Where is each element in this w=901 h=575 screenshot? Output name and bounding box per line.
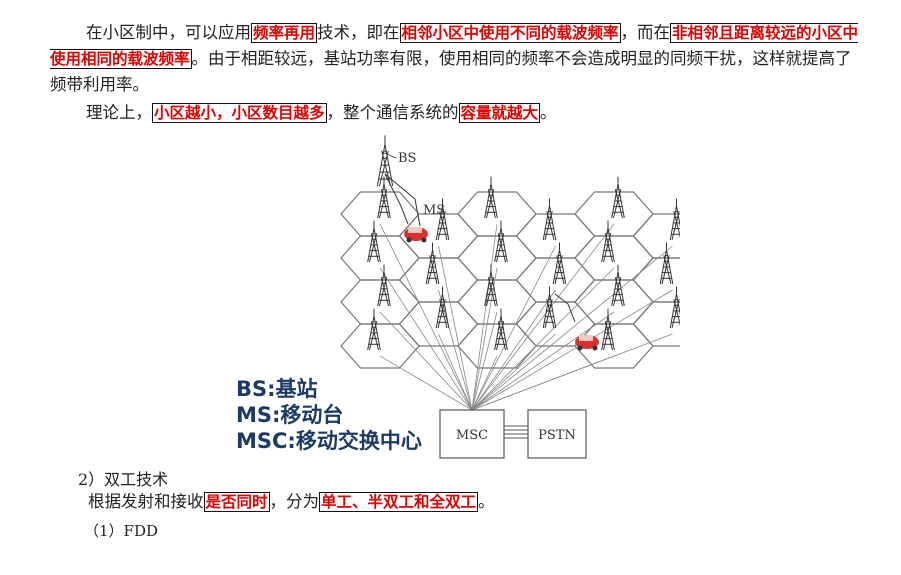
link-to-msc — [471, 333, 556, 411]
tower-icon — [377, 264, 391, 307]
highlight-duplex-modes: 单工、半双工和全双工 — [319, 492, 479, 512]
link-to-msc — [471, 223, 498, 411]
tower-icon — [367, 308, 381, 351]
legend-ms: MS:移动台 — [236, 403, 343, 427]
highlight-capacity: 容量就越大 — [458, 103, 541, 123]
link-to-msc — [438, 289, 473, 411]
tower-icon — [494, 220, 508, 263]
tower-icon — [435, 198, 450, 241]
pstn-label: PSTN — [538, 428, 576, 443]
legend-msc: MSC:移动交换中心 — [236, 429, 422, 453]
link-to-msc — [471, 245, 556, 411]
paragraph-capacity: 理论上，小区越小，小区数目越多，整个通信系统的容量就越大。 — [50, 100, 862, 126]
mobile-station-car-1 — [404, 227, 428, 243]
tower-icon — [376, 135, 394, 187]
tower-icon — [367, 220, 381, 263]
tower-icon — [435, 286, 450, 329]
link-to-msc — [379, 355, 473, 411]
tower-icon — [669, 198, 680, 241]
tower-icon — [542, 198, 557, 241]
msc-label: MSC — [456, 428, 488, 443]
msc-pstn-trunk — [504, 425, 528, 439]
link-to-msc — [471, 311, 498, 411]
highlight-distant-cells: 非相邻且距离较远的小区中使用相同的载波频率 — [50, 23, 859, 69]
link-to-msc — [471, 267, 615, 411]
pstn-box — [527, 409, 587, 459]
ms-label: MS — [423, 203, 445, 218]
subheading-fdd: （1）FDD — [84, 522, 159, 540]
radio-link-2 — [384, 173, 421, 227]
link-to-msc — [438, 245, 473, 411]
text-run: 。由于相距较远，基站功率有限，使用相同的频率不会造成明显的同频干扰，这样就提高了… — [50, 49, 852, 94]
backhaul-lines — [379, 223, 673, 411]
tower-icon — [659, 242, 674, 285]
link-to-msc — [438, 333, 473, 411]
tower-icon — [484, 264, 498, 307]
link-to-msc — [379, 311, 473, 411]
bs-pointer — [381, 151, 397, 159]
link-to-msc — [471, 223, 615, 411]
tower-icon — [425, 242, 440, 285]
bs-label: BS — [398, 151, 416, 166]
text-run: 技术，即在 — [317, 23, 400, 42]
mobile-station-car-2 — [575, 335, 599, 351]
section-heading-duplex: 2）双工技术 — [78, 470, 169, 489]
highlight-simultaneous: 是否同时 — [203, 492, 270, 512]
link-to-msc — [471, 267, 498, 411]
tower-icon — [601, 220, 615, 263]
link-to-msc — [471, 245, 673, 411]
msc-box — [439, 409, 505, 459]
tower-icon — [494, 308, 508, 351]
text-run: 根据发射和接收 — [88, 492, 204, 511]
tower-icon — [542, 286, 557, 329]
text-run: 理论上， — [86, 103, 152, 122]
text-run: 。 — [478, 492, 495, 511]
link-to-msc — [379, 223, 473, 411]
text-run: ，分为 — [269, 492, 320, 511]
cellular-network-diagram: BS MS MSC PSTN BS:基站 MS:移动台 MSC:移动交换中心 — [220, 134, 680, 466]
tower-icon — [669, 286, 680, 329]
text-run: ，而在 — [620, 23, 671, 42]
text-run: ，整个通信系统的 — [326, 103, 459, 122]
link-to-msc — [471, 289, 556, 411]
hex-cell — [632, 257, 680, 303]
link-to-msc — [471, 289, 673, 411]
tower-icon — [484, 176, 498, 219]
tower-icon — [611, 264, 625, 307]
tower-icon — [601, 308, 615, 351]
paragraph-frequency-reuse: 在小区制中，可以应用频率再用技术，即在相邻小区中使用不同的载波频率，而在非相邻且… — [50, 20, 862, 97]
link-to-msc — [471, 311, 615, 411]
legend-bs: BS:基站 — [236, 377, 318, 401]
text-run: 在小区制中，可以应用 — [86, 23, 251, 42]
tower-icon — [552, 242, 567, 285]
link-to-msc — [379, 267, 473, 411]
tower-icon — [611, 176, 625, 219]
radio-link-3 — [554, 293, 576, 323]
hex-cell-grid — [340, 191, 680, 369]
tower-icon — [377, 176, 391, 219]
text-run: 。 — [540, 103, 557, 122]
base-station-towers — [367, 135, 680, 351]
link-to-msc — [471, 333, 673, 411]
highlight-frequency-reuse: 频率再用 — [251, 23, 318, 43]
paragraph-duplex: 根据发射和接收是否同时，分为单工、半双工和全双工。 — [88, 488, 495, 512]
radio-link-1 — [384, 173, 409, 225]
highlight-adjacent-cells: 相邻小区中使用不同的载波频率 — [399, 23, 621, 43]
highlight-smaller-cells: 小区越小，小区数目越多 — [152, 103, 327, 123]
